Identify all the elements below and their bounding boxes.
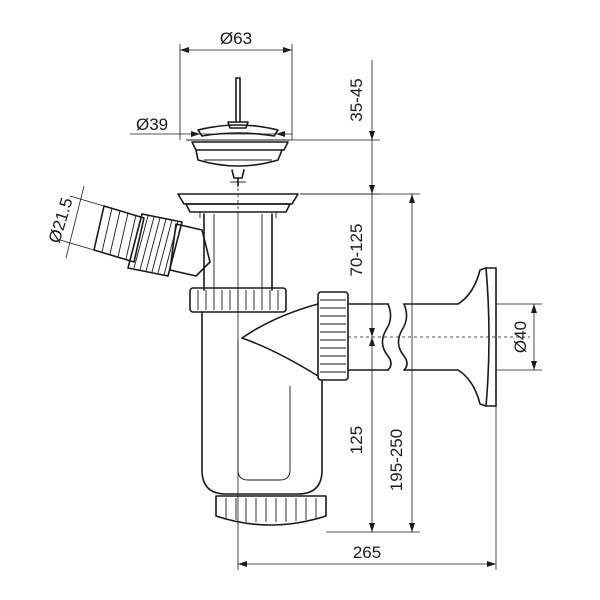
hose-barb-ridges (101, 207, 137, 260)
sink-flange (177, 193, 299, 218)
hose-connector (93, 205, 211, 277)
dimension-d63: Ø63 (179, 29, 293, 140)
dimension-265: 265 (237, 214, 497, 570)
dimension-70-125: 70-125 (347, 194, 375, 337)
label-d39: Ø39 (136, 115, 168, 134)
label-35-45: 35-45 (347, 78, 366, 121)
outlet-nut-knurl (320, 299, 346, 373)
dimension-d39: Ø39 (130, 115, 292, 137)
upper-tube (203, 213, 273, 291)
outlet-nut (317, 291, 349, 381)
label-70-125: 70-125 (347, 224, 366, 277)
label-d40: Ø40 (511, 321, 530, 353)
wall-flange (457, 267, 497, 407)
dimension-d40: Ø40 (496, 303, 542, 371)
dimension-195-250: 195-250 (300, 193, 420, 533)
bottle-body (201, 303, 323, 495)
dimension-35-45: 35-45 (290, 60, 380, 195)
dimension-125: 125 (347, 337, 375, 532)
hose-nut-knurl (133, 215, 179, 276)
outlet-pipe (347, 303, 459, 371)
drain-stopper (186, 77, 290, 187)
bottom-cap (215, 495, 327, 526)
label-195-250: 195-250 (387, 429, 406, 491)
label-125: 125 (347, 426, 366, 454)
label-d21-5: Ø21.5 (45, 195, 77, 245)
label-d63: Ø63 (220, 29, 252, 48)
label-265: 265 (353, 543, 381, 562)
bottom-cap-knurl (225, 498, 317, 522)
